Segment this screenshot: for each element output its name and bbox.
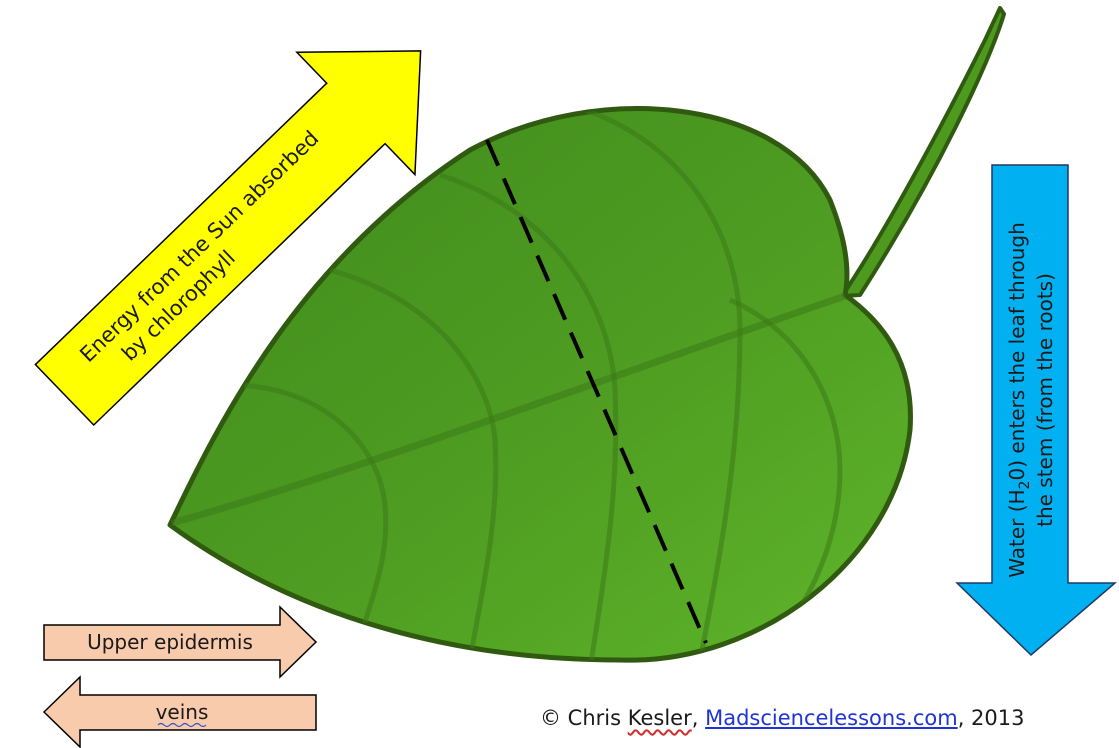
credit-separator: , <box>691 706 706 730</box>
side-vein <box>569 108 743 661</box>
veins-label: veins <box>156 700 209 724</box>
side-vein <box>439 172 619 661</box>
water-arrow-shape <box>955 164 1118 657</box>
water-arrow-label-line2: the stem (from the roots) <box>1033 273 1057 527</box>
leaf-stem <box>840 6 1006 298</box>
side-vein <box>329 267 499 661</box>
spellcheck-squiggle <box>157 722 207 728</box>
cross-section-line <box>485 139 708 644</box>
veins-arrow: veins <box>42 675 317 748</box>
credit-author-surname: Kesler <box>627 706 692 730</box>
sun-arrow-shape <box>34 50 422 427</box>
upper-epidermis-label: Upper epidermis <box>87 630 253 654</box>
credit-prefix: © Chris <box>540 706 628 730</box>
water-arrow-label-line1: Water (H20) enters the leaf through <box>1005 222 1033 578</box>
copyright-credit: © Chris Kesler, Madsciencelessons.com, 2… <box>540 706 1024 730</box>
credit-suffix: , 2013 <box>957 706 1025 730</box>
water-arrow: Water (H20) enters the leaf through the … <box>955 164 1118 657</box>
veins-arrow-shape <box>42 675 317 748</box>
madsciencelessons-link[interactable]: Madsciencelessons.com <box>705 706 958 730</box>
upper-epidermis-arrow: Upper epidermis <box>43 605 318 679</box>
upper-epidermis-arrow-shape <box>43 605 318 679</box>
side-vein <box>239 382 389 641</box>
